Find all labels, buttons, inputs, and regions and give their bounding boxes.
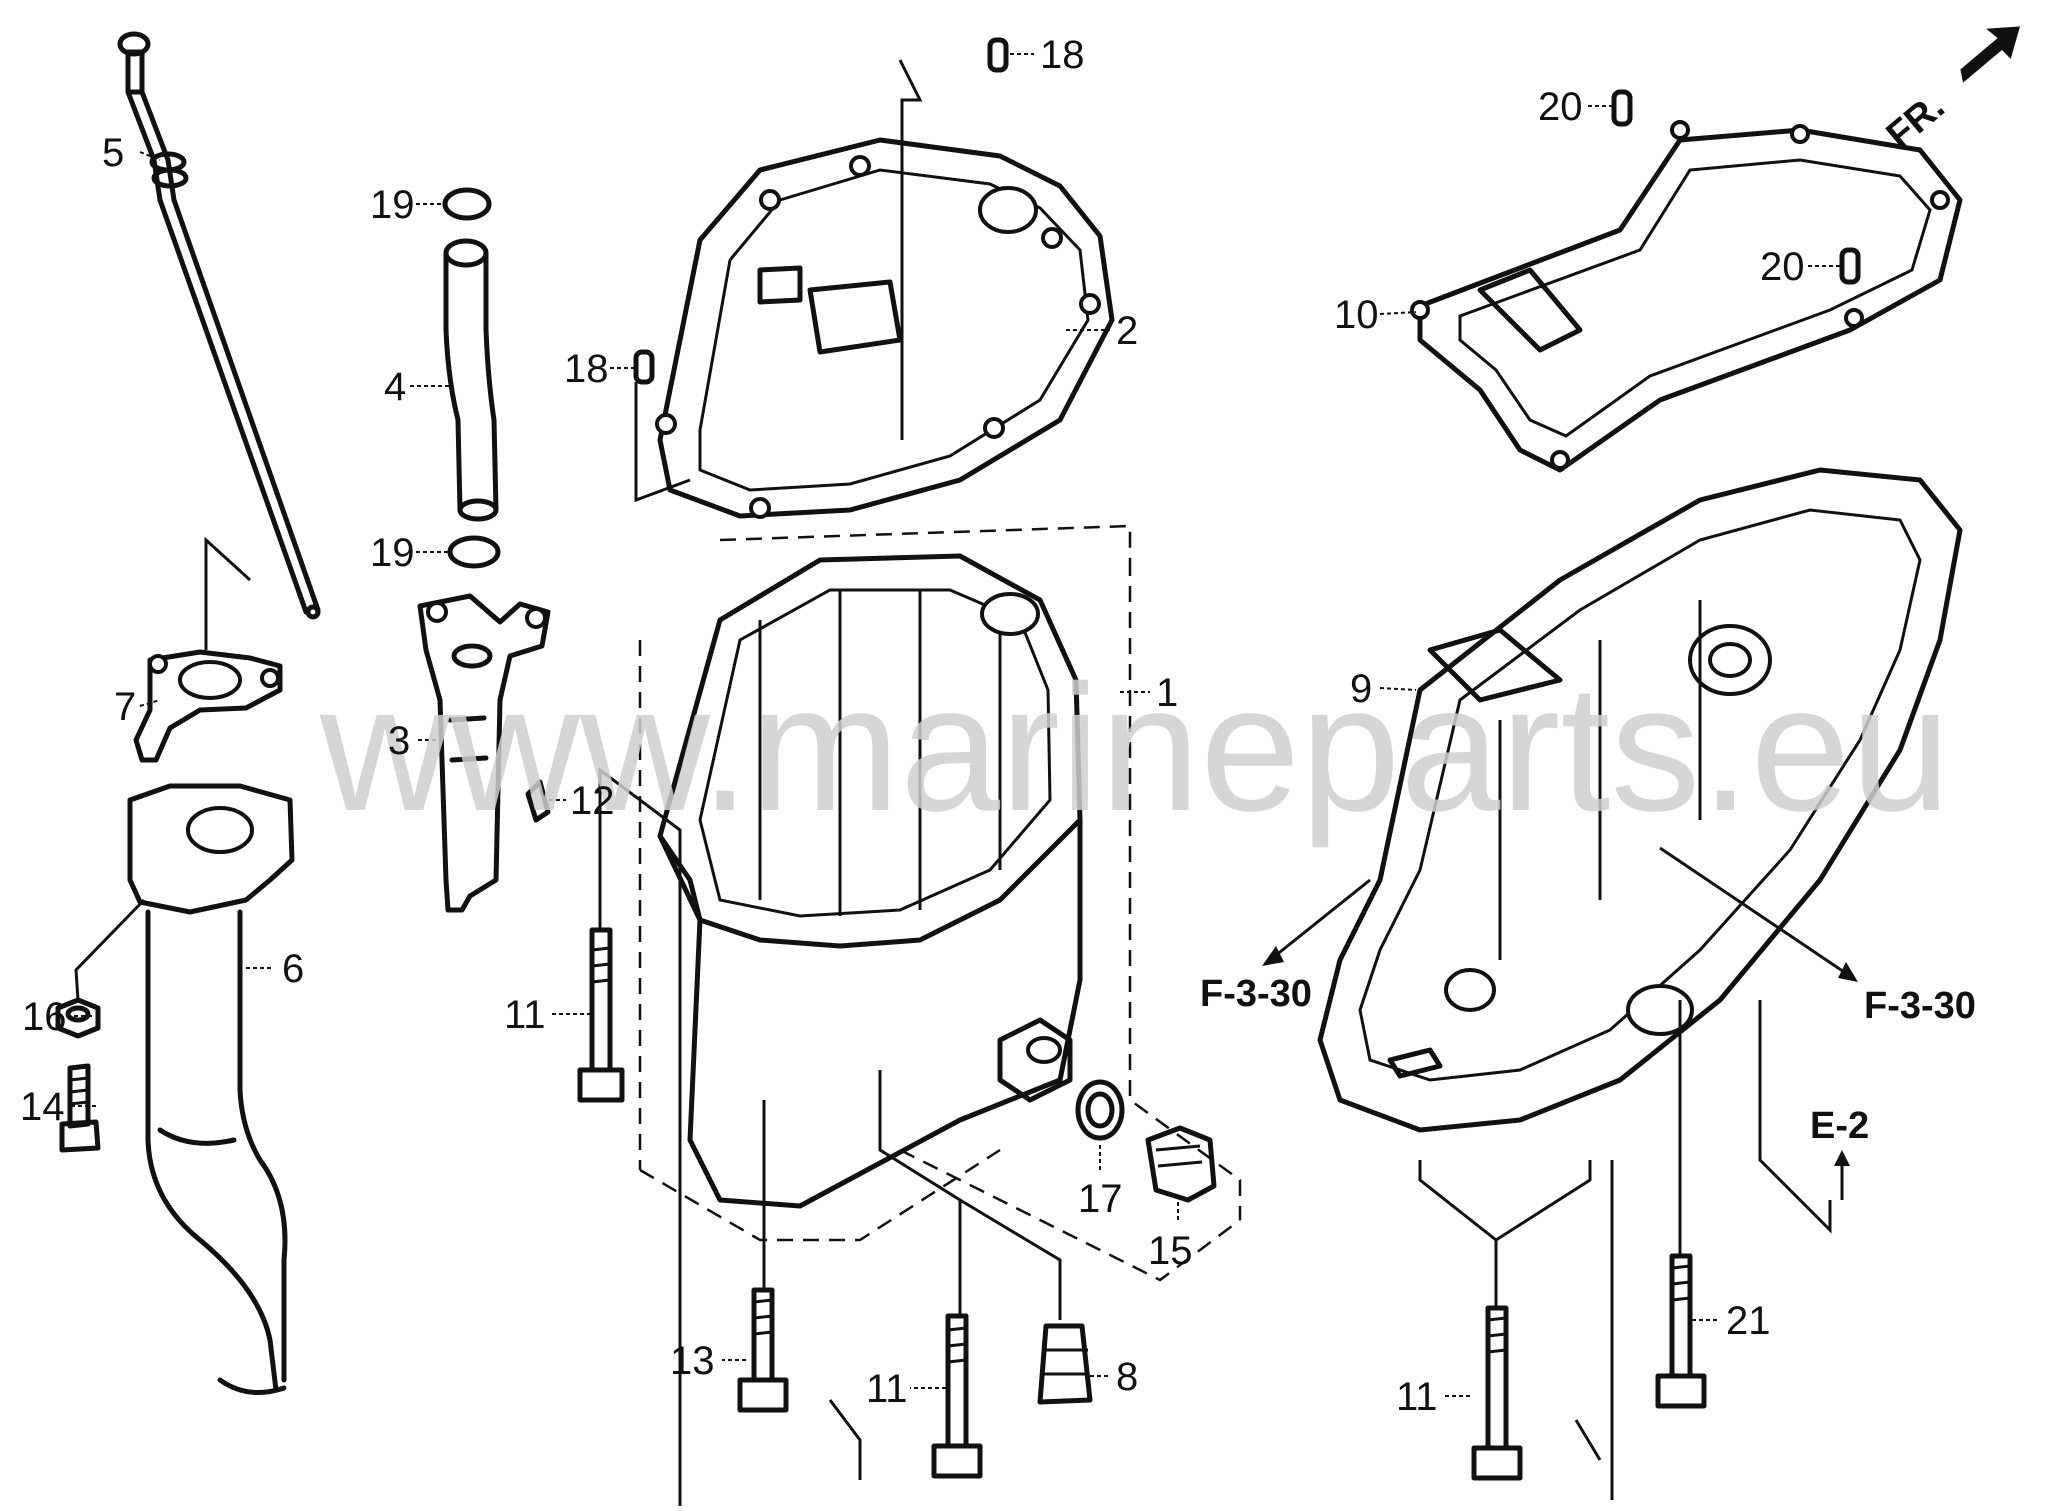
callout-21: 21: [1726, 1299, 1771, 1343]
callout-labels: 1 2 3 4 5 6 7 8 9 10 11 11 11 12 13 14 1…: [20, 33, 1805, 1419]
callout-17: 17: [1078, 1177, 1123, 1221]
extension-case: [1317, 467, 1963, 1133]
oil-filter-plate: [133, 649, 283, 763]
drain-bolt-15: [1145, 1125, 1217, 1203]
callout-11-center-lower: 11: [866, 1367, 908, 1411]
callout-9: 9: [1350, 667, 1372, 711]
callout-7: 7: [114, 685, 136, 729]
oil-pan-gasket: [655, 137, 1115, 519]
callout-5: 5: [102, 131, 124, 175]
callout-18-left: 18: [564, 347, 609, 391]
oil-filler-housing: [417, 593, 551, 913]
bolt-11-center-upper: [577, 927, 625, 1103]
callout-18-top: 18: [1040, 33, 1085, 77]
ref-e-2: E-2: [1810, 1105, 1869, 1147]
extension-case-gasket: [1410, 120, 1963, 473]
dowel-pin-18-left: [633, 349, 655, 385]
watermark: www.marineparts.eu: [319, 648, 1951, 849]
callout-12: 12: [570, 779, 615, 823]
arrow-icon: [1960, 26, 2021, 83]
callout-11-right: 11: [1396, 1375, 1438, 1419]
callout-20-top: 20: [1538, 85, 1583, 129]
callout-2: 2: [1116, 309, 1138, 353]
dowel-pin-18-top: [987, 37, 1009, 73]
callout-13: 13: [670, 1339, 715, 1383]
bolt-11-center-lower: [931, 1313, 983, 1479]
front-direction-arrow: FR.: [1879, 26, 2021, 157]
callout-20-right: 20: [1760, 245, 1805, 289]
callout-3: 3: [388, 719, 410, 763]
bolt-21: [1655, 1253, 1707, 1409]
oil-strainer: [127, 783, 295, 1395]
reference-labels: F-3-30 F-3-30 E-2: [1200, 973, 1976, 1147]
callout-19-top: 19: [370, 183, 415, 227]
assembly-guides: [74, 59, 1832, 1511]
ref-f-3-30-left: F-3-30: [1200, 973, 1312, 1015]
dipstick: [117, 31, 321, 620]
washer-17: [1075, 1079, 1125, 1141]
callout-10: 10: [1334, 293, 1379, 337]
bolt-14: [59, 1063, 101, 1153]
callout-11-center-upper: 11: [504, 993, 546, 1037]
bolt-11-right: [1471, 1305, 1523, 1481]
grommet-8: [1037, 1323, 1093, 1405]
dowel-pin-20-top: [1611, 89, 1633, 127]
dowel-pin-20-right: [1839, 247, 1861, 285]
leader-lines: [68, 53, 1840, 1397]
callout-6: 6: [282, 947, 304, 991]
callout-15: 15: [1148, 1229, 1193, 1273]
callout-14: 14: [20, 1085, 65, 1129]
callout-19-bottom: 19: [370, 531, 415, 575]
oil-pan: [657, 553, 1083, 1209]
bolt-13: [737, 1287, 789, 1413]
callout-1: 1: [1156, 671, 1178, 715]
callout-8: 8: [1116, 1355, 1138, 1399]
callout-4: 4: [384, 365, 406, 409]
callout-16: 16: [22, 995, 67, 1039]
ref-f-3-30-right: F-3-30: [1864, 985, 1976, 1027]
reference-arrows: [1262, 846, 1858, 1200]
oil-level-tube: [442, 187, 501, 569]
